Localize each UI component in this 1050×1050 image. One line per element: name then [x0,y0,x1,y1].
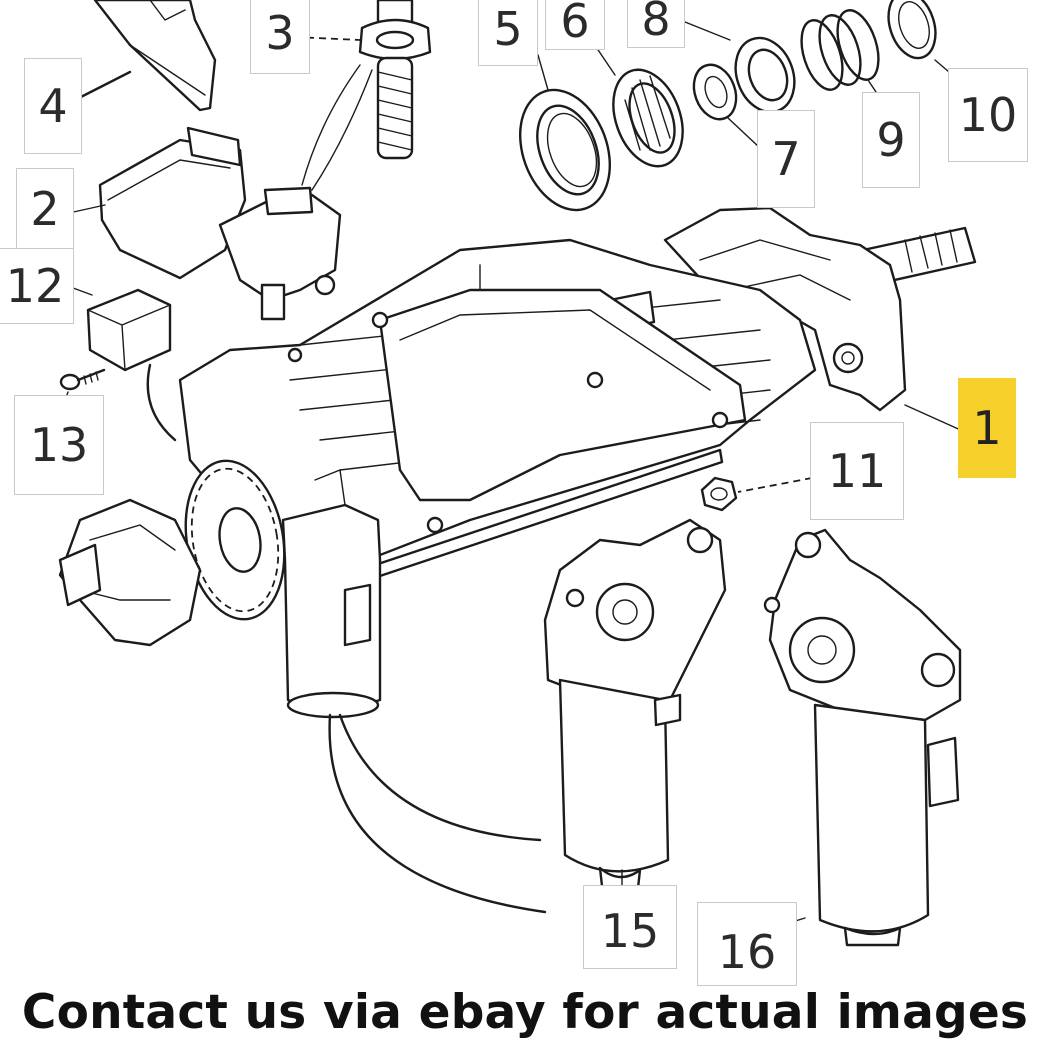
callout-2: 2 [16,168,74,250]
callout-2-label: 2 [30,182,60,236]
callout-15: 15 [583,885,677,969]
callout-13: 13 [14,395,104,495]
callout-15-label: 15 [600,904,660,958]
part-4-bracket [93,0,217,112]
callout-16: 16 [697,902,797,986]
callout-4-label: 4 [38,79,68,133]
callout-12-label: 12 [5,259,65,313]
callout-10-label: 10 [958,88,1018,142]
caption-text: Contact us via ebay for actual images [21,985,1029,1040]
part-5-seal [518,88,612,212]
part-12-block [86,288,172,372]
callout-3: 3 [250,0,310,74]
callout-7: 7 [757,110,815,208]
callout-7-label: 7 [771,132,801,186]
callout-9: 9 [862,92,920,188]
part-11-nut [700,476,738,512]
part-13-screw [59,368,106,391]
callout-9-label: 9 [876,113,906,167]
callout-5-label: 5 [493,2,523,56]
callout-16-label: 16 [717,925,777,979]
exploded-parts-diagram: 10 9 8 7 6 5 3 4 2 12 13 1 11 15 16 [0,0,1028,986]
callout-10: 10 [948,68,1028,162]
part-6-bearing [612,68,684,168]
part-15-motor [543,518,727,893]
part-7-clip [692,63,738,121]
callout-3-label: 3 [265,6,295,60]
part-10-washer [887,0,937,60]
diagram-artwork [57,0,977,947]
callout-1: 1 [958,378,1016,478]
part-3-bolt [358,0,432,160]
part-2-module [98,126,342,321]
callout-11-label: 11 [827,444,887,498]
callout-8-label: 8 [641,0,671,46]
callout-4: 4 [24,58,82,154]
callout-8: 8 [627,0,685,48]
part-16-motor [763,528,962,947]
part-8-ring [734,36,796,114]
part-9-springs [800,9,880,91]
callout-5: 5 [478,0,538,66]
callout-12: 12 [0,248,74,324]
callout-13-label: 13 [29,418,89,472]
callout-6-label: 6 [560,0,590,48]
callout-1-label: 1 [972,401,1002,455]
callout-6: 6 [545,0,605,50]
part-1-column-assembly [58,206,977,914]
callout-11: 11 [810,422,904,520]
